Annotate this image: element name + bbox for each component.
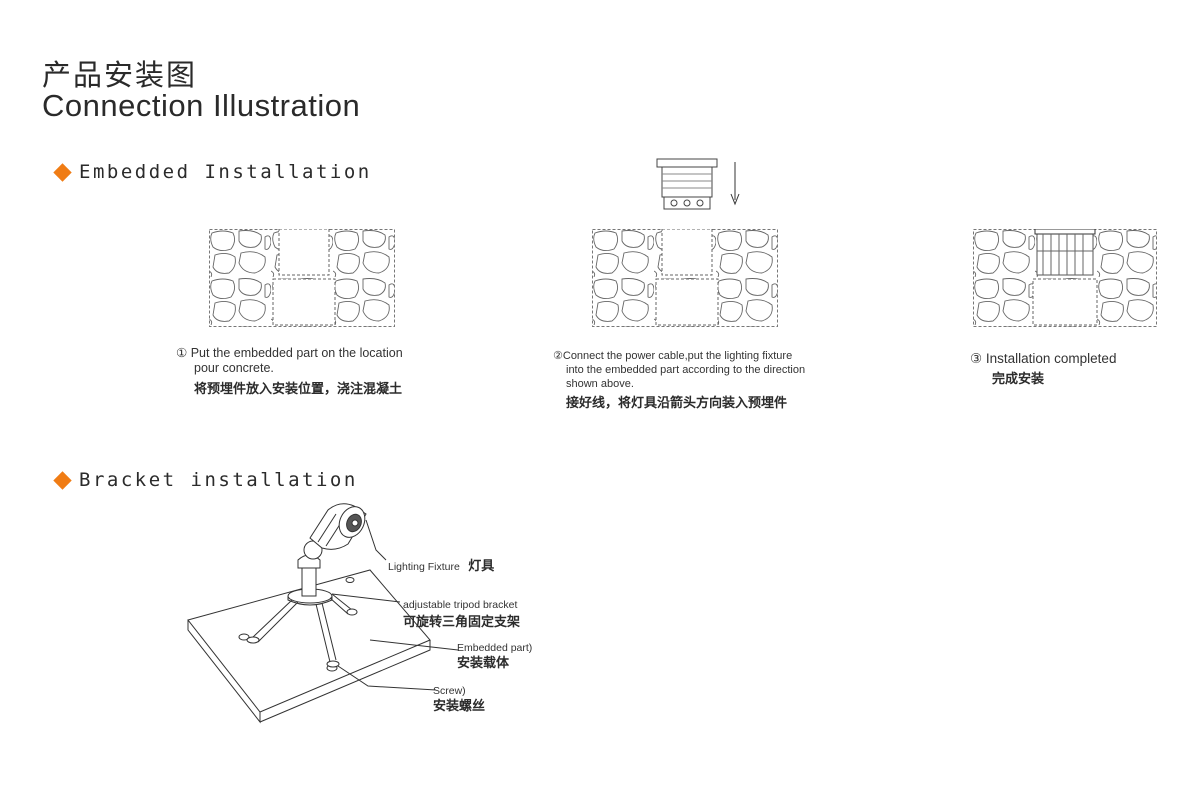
step2-text-cn: 接好线，将灯具沿箭头方向装入预埋件 <box>566 396 788 411</box>
label-lighting-fixture: Lighting Fixture 灯具 <box>388 555 494 575</box>
label-tripod-bracket-cn: 可旋转三角固定支架 <box>403 615 521 630</box>
step2-number: ② <box>553 350 563 362</box>
step2-caption: ②Connect the power cable,put the lightin… <box>553 349 873 411</box>
label-screw-cn: 安装螺丝 <box>433 699 486 714</box>
step3-text-line1: Installation completed <box>985 351 1117 366</box>
fixture-insert-illustration <box>656 158 740 210</box>
label-embedded-part-en: Embedded part) <box>457 642 533 654</box>
label-tripod-bracket-en: adjustable tripod bracket <box>403 599 518 611</box>
diamond-bullet-icon <box>53 471 72 490</box>
step3-caption: ③ Installation completed 完成安装 <box>970 351 1190 387</box>
label-lighting-fixture-en: Lighting Fixture <box>388 561 460 573</box>
section-heading-bracket: Bracket installation <box>79 469 358 491</box>
step3-text-cn: 完成安装 <box>992 372 1045 387</box>
label-screw: Screw) 安装螺丝 <box>433 683 485 715</box>
page-title-cn: 产品安装图 <box>42 58 198 92</box>
step2-text-line2: into the embedded part according to the … <box>566 364 806 376</box>
step3-number: ③ <box>970 351 983 366</box>
diamond-bullet-icon <box>53 163 72 182</box>
step1-text-cn: 将预埋件放入安装位置，浇注混凝土 <box>194 382 403 397</box>
step1-number: ① <box>176 346 188 360</box>
stone-block-step1 <box>209 229 395 327</box>
label-tripod-bracket: adjustable tripod bracket 可旋转三角固定支架 <box>403 597 520 631</box>
step2-text-line3: shown above. <box>566 378 634 390</box>
bracket-installation-illustration <box>187 503 459 724</box>
label-embedded-part-cn: 安装载体 <box>457 656 510 671</box>
step2-text-line1: Connect the power cable,put the lighting… <box>562 350 793 362</box>
stone-block-step2 <box>592 229 778 327</box>
step1-text-line1: Put the embedded part on the location <box>190 346 403 360</box>
label-embedded-part: Embedded part) 安装载体 <box>457 640 532 672</box>
label-lighting-fixture-cn: 灯具 <box>468 559 495 574</box>
section-heading-embedded: Embedded Installation <box>79 161 372 183</box>
step1-caption: ① Put the embedded part on the location … <box>176 346 476 397</box>
label-screw-en: Screw) <box>433 685 466 697</box>
stone-block-step3 <box>973 229 1157 327</box>
step1-text-line2: pour concrete. <box>194 361 274 375</box>
page-title-en: Connection Illustration <box>42 88 361 123</box>
